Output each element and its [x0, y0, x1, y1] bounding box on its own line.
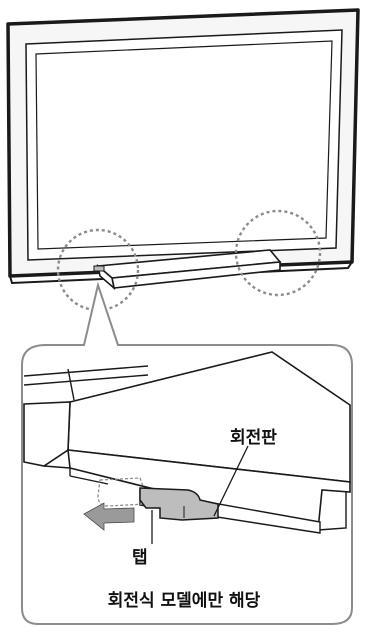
label-tab: 탭 [132, 548, 148, 568]
tab-part [139, 487, 219, 521]
stand-tab-small [93, 265, 105, 272]
tv-set [6, 8, 360, 285]
highlight-circle-right [234, 209, 322, 297]
label-swivel-model-note: 회전식 모델에만 해당 [107, 591, 261, 611]
leader-line-swivel [213, 445, 249, 517]
detail-stand-left [23, 401, 71, 467]
push-arrow-icon [83, 502, 135, 531]
detail-view [23, 351, 351, 532]
tv-screen [35, 40, 333, 250]
label-swivel-plate: 회전판 [230, 428, 277, 448]
